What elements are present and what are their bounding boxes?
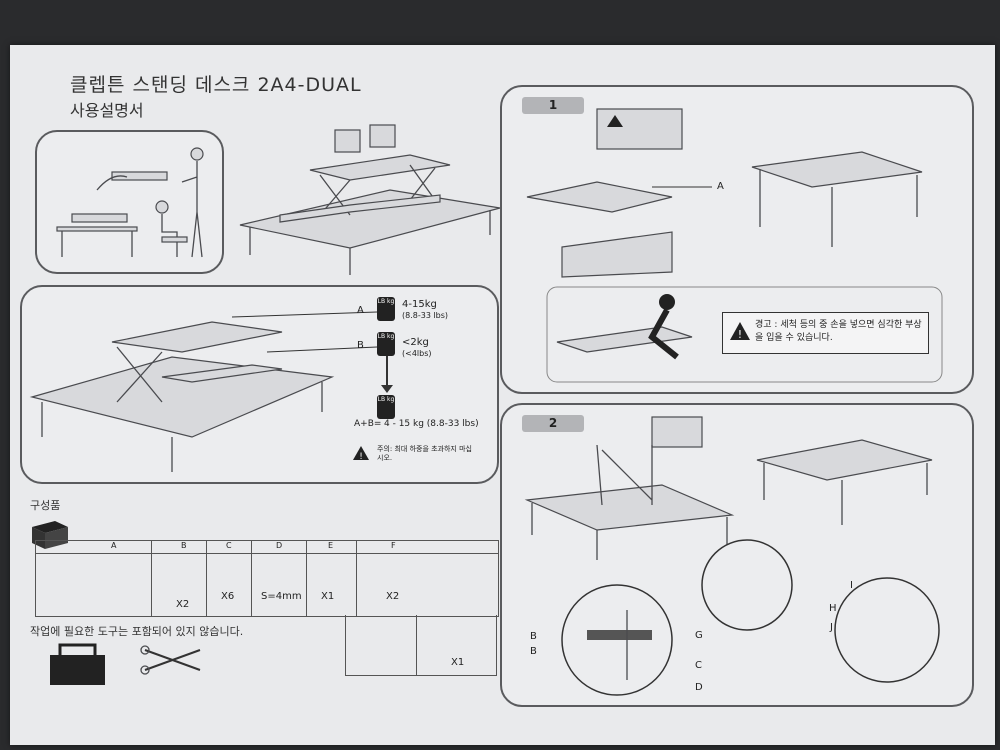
weight-a-lbs: (8.8-33 lbs) — [402, 311, 449, 320]
step2-label-j: J — [830, 622, 833, 633]
components-header-row — [36, 541, 498, 554]
sum-label: A+B= — [354, 419, 382, 429]
header-a: A — [111, 541, 117, 550]
capacity-warning: 주의: 최대 하중을 초과하지 마십시오. — [377, 445, 472, 462]
header-f: F — [391, 541, 396, 550]
step1-warning-box: ! 경고 : 세척 등의 중 손을 넣으면 심각한 부상을 입을 수 있습니다. — [722, 312, 929, 354]
weight-b-value: <2kg — [402, 337, 429, 348]
tools-illustration — [50, 643, 201, 685]
step2-label-h: H — [829, 603, 837, 614]
intro-panel — [35, 130, 224, 274]
qty-e: X1 — [321, 591, 335, 602]
components-heading: 구성품 — [30, 499, 61, 512]
page-title: 클렙튼 스탠딩 데스크 2A4-DUAL — [70, 74, 362, 96]
weight-icon-a: LB kg — [377, 297, 395, 321]
page-subtitle: 사용설명서 — [70, 101, 144, 120]
qty-d: S=4mm — [261, 591, 302, 602]
header-d: D — [276, 541, 283, 550]
manual-sheet: 클렙튼 스탠딩 데스크 2A4-DUAL 사용설명서 — [10, 45, 995, 745]
step1-warning-text: 경고 : 세척 등의 중 손을 넣으면 심각한 부상을 입을 수 있습니다. — [755, 320, 922, 343]
step2-number: 2 — [522, 415, 584, 432]
tools-note: 작업에 필요한 도구는 포함되어 있지 않습니다. — [30, 625, 244, 638]
header-b: B — [181, 541, 187, 550]
components-extra-cells: X1 — [345, 615, 497, 676]
step2-illustration — [524, 416, 940, 696]
sum-value: 4 - 15 kg (8.8-33 lbs) — [384, 419, 479, 429]
warning-icon: ! — [353, 446, 369, 462]
step2-label-b2: B — [530, 646, 537, 657]
desk-on-table-illustration — [239, 124, 501, 275]
step2-label-g: G — [695, 630, 703, 641]
qty-c: X6 — [221, 591, 235, 602]
step2-label-i: I — [850, 580, 853, 591]
qty-f2: X1 — [451, 657, 465, 668]
qty-b: X2 — [176, 599, 190, 610]
components-table: A B C D E F X2 X6 S=4mm X1 X2 — [35, 540, 499, 617]
capacity-panel: A B LB kg LB kg LB kg 4-15kg (8.8-33 lbs… — [20, 285, 499, 484]
sit-stand-illustration — [56, 147, 204, 258]
weight-icon-b: LB kg — [377, 332, 395, 356]
step2-label-c: C — [695, 660, 702, 671]
weight-a-value: 4-15kg — [402, 299, 437, 310]
step2-label-d: D — [695, 682, 703, 693]
label-a: A — [357, 305, 364, 316]
weight-icon-sum: LB kg — [377, 395, 395, 419]
weight-b-lbs: (<4lbs) — [402, 349, 432, 358]
step2-panel: 2 B B G C D I H J — [500, 403, 974, 707]
step1-number: 1 — [522, 97, 584, 114]
desk-dimension-illustration — [29, 311, 393, 472]
svg-text:!: ! — [359, 452, 363, 462]
step1-illustration — [526, 108, 943, 383]
label-b: B — [357, 340, 364, 351]
svg-text:!: ! — [738, 328, 742, 341]
step1-warning-icon: ! — [730, 322, 750, 341]
header-e: E — [328, 541, 334, 550]
step1-label-a: A — [717, 181, 724, 192]
header-c: C — [226, 541, 232, 550]
step1-panel: 1 A ! 경고 : 세척 등의 중 손을 넣으면 심각한 부상을 입을 수 있… — [500, 85, 974, 394]
step2-label-b1: B — [530, 631, 537, 642]
qty-f: X2 — [386, 591, 400, 602]
